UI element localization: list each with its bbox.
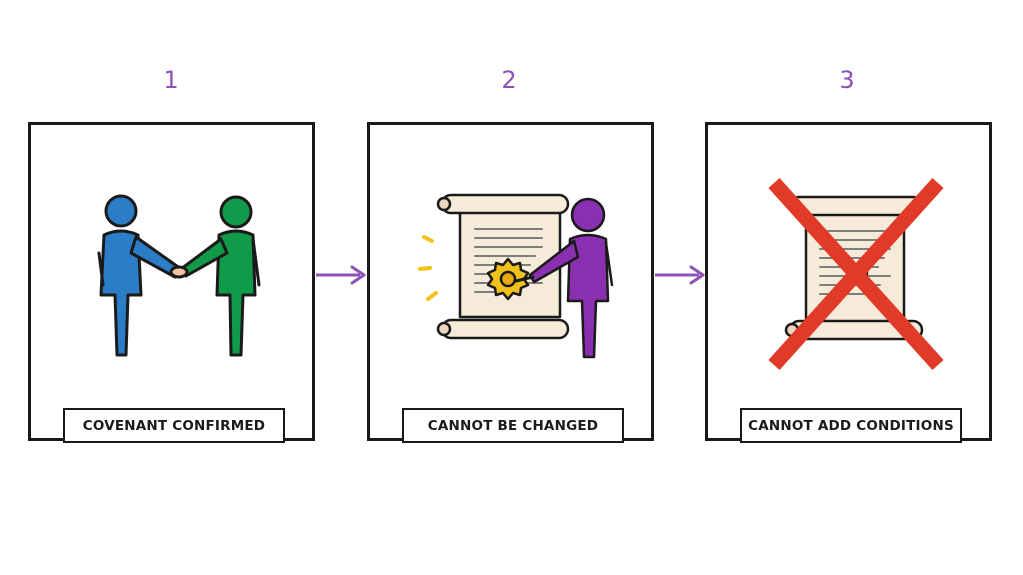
handshake-icon — [97, 194, 261, 357]
arrow-right-icon — [655, 265, 705, 285]
panel-cannot-be-changed: CANNOT BE CHANGED — [367, 122, 654, 443]
blue-person-icon — [97, 194, 183, 357]
step-number-3: 3 — [839, 66, 855, 94]
panel-cannot-add-conditions: CANNOT ADD CONDITIONS — [705, 122, 992, 443]
arrow-right-icon — [316, 265, 366, 285]
caption-covenant-confirmed: COVENANT CONFIRMED — [63, 408, 285, 443]
step-number-1: 1 — [163, 66, 179, 94]
panel-covenant-confirmed: COVENANT CONFIRMED — [28, 122, 315, 443]
crossed-scroll-illustration — [768, 177, 944, 371]
caption-cannot-add-conditions: CANNOT ADD CONDITIONS — [740, 408, 962, 443]
step-number-2: 2 — [501, 66, 517, 94]
scroll-seal-illustration — [418, 193, 614, 359]
sparkle-icon — [418, 235, 438, 301]
green-person-icon — [179, 195, 261, 357]
purple-person-icon — [514, 197, 614, 359]
caption-cannot-be-changed: CANNOT BE CHANGED — [402, 408, 624, 443]
seal-icon — [486, 257, 530, 301]
red-x-icon — [768, 177, 944, 371]
